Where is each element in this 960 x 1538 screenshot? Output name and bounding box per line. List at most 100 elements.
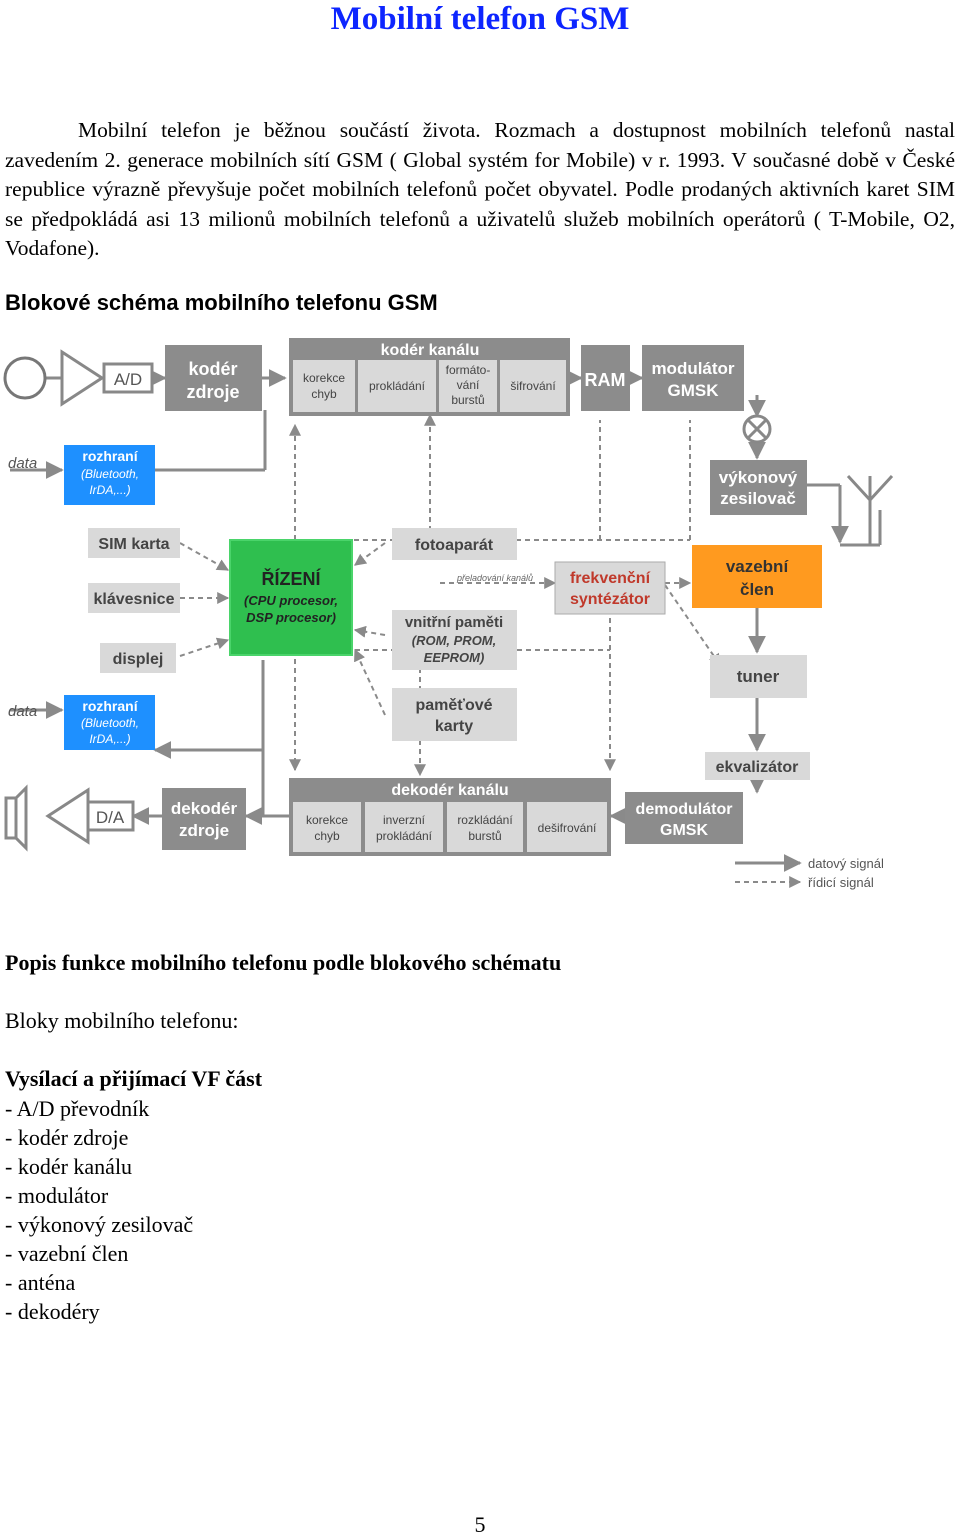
modulator-line1: modulátor: [651, 359, 734, 378]
ram-block: [581, 345, 630, 411]
demodulator-line1: demodulátor: [636, 801, 733, 818]
legend: datový signál řídicí signál: [735, 854, 884, 890]
internal-memory-line1: vnitřní paměti: [405, 614, 503, 631]
display-block: [100, 643, 176, 673]
legend-control-label: řídicí signál: [808, 875, 874, 890]
list-item: - výkonový zesilovač: [5, 1212, 194, 1237]
encryption-subblock: [500, 360, 566, 412]
da-converter-block: [86, 800, 135, 832]
inverse-interleave-line2: prokládání: [376, 829, 433, 843]
burst-forming-subblock: [439, 360, 497, 412]
control-line3: DSP procesor): [246, 610, 336, 625]
synthesizer-block: [554, 561, 666, 615]
control-line2: (CPU procesor,: [244, 593, 338, 608]
page-number: 5: [474, 1512, 486, 1537]
interface-bottom-line3: IrDA,...): [89, 732, 130, 746]
ad-converter-label: A/D: [114, 370, 142, 389]
correction-line1: korekce: [303, 371, 345, 385]
section-heading: Popis funkce mobilního telefonu podle bl…: [5, 950, 562, 975]
equalizer-label: ekvalizátor: [716, 759, 799, 776]
decoder-source-block: [162, 788, 246, 850]
camera-block: [392, 528, 517, 560]
memory-cards-line1: paměťové: [415, 697, 492, 714]
block-list: - A/D převodník - kodér zdroje - kodér k…: [5, 1094, 193, 1326]
ad-converter-block: [102, 362, 154, 394]
interleaving-subblock: [358, 360, 436, 412]
interface-block-top: [64, 445, 155, 505]
list-item: - kodér kanálu: [5, 1154, 133, 1179]
tuner-block: [710, 655, 807, 698]
correction-subblock: [293, 360, 355, 412]
decoder-source-line2: zdroje: [179, 821, 229, 840]
legend-data-label: datový signál: [808, 856, 884, 871]
burst-forming-line3: burstů: [451, 393, 484, 407]
list-item: - A/D převodník: [5, 1096, 150, 1121]
sim-card-label: SIM karta: [98, 536, 169, 553]
interface-bottom-line1: rozhraní: [82, 698, 138, 714]
burst-forming-line2: vání: [457, 378, 480, 392]
burst-forming-line1: formáto-: [446, 363, 491, 377]
coupling-line2: člen: [740, 580, 774, 599]
synth-line1: frekvenční: [570, 570, 651, 587]
tuner-label: tuner: [737, 667, 780, 686]
camera-label: fotoaparát: [415, 537, 494, 554]
dec-correction-line1: korekce: [306, 813, 348, 827]
interleaving-label: prokládání: [369, 379, 426, 393]
modulator-line2: GMSK: [668, 381, 720, 400]
control-line1: ŘÍZENÍ: [261, 568, 321, 589]
modulator-block: [642, 345, 744, 411]
memory-cards-block: [392, 688, 517, 741]
inverse-interleave-line1: inverzní: [383, 813, 426, 827]
inverse-interleave-subblock: [365, 802, 443, 852]
coder-source-line1: kodér: [188, 359, 237, 379]
interface-top-line1: rozhraní: [82, 448, 138, 464]
demodulator-line2: GMSK: [660, 822, 708, 839]
keyboard-block: [88, 583, 180, 613]
page-title: Mobilní telefon GSM: [330, 1, 630, 37]
list-item: - modulátor: [5, 1183, 109, 1208]
decryption-subblock: [527, 802, 607, 852]
burst-deinterleave-line1: rozkládání: [457, 813, 513, 827]
data-label-top: data: [8, 455, 37, 472]
ad-amplifier-triangle: [60, 349, 105, 407]
coder-source-line2: zdroje: [186, 382, 239, 402]
list-item: - dekodéry: [5, 1299, 100, 1324]
dec-correction-subblock: [293, 802, 361, 852]
channel-switch-label: přeladování kanálů: [456, 573, 533, 583]
synth-line2: syntézátor: [570, 591, 650, 608]
list-item: - kodér zdroje: [5, 1125, 129, 1150]
interface-top-line2: (Bluetooth,: [81, 467, 139, 481]
display-label: displej: [113, 651, 164, 668]
list-item: - anténa: [5, 1270, 76, 1295]
svg-text:zdroje: zdroje: [186, 382, 239, 402]
channel-coder-label: kodér kanálu: [381, 342, 480, 359]
dec-correction-line2: chyb: [314, 829, 340, 843]
internal-memory-line2: (ROM, PROM,: [412, 633, 497, 648]
keyboard-label: klávesnice: [94, 591, 175, 608]
power-amp-line1: výkonový: [719, 468, 798, 487]
coupling-block: [692, 545, 822, 608]
blocks-label: Bloky mobilního telefonu:: [5, 1008, 239, 1033]
internal-memory-line3: EEPROM): [424, 650, 485, 665]
da-converter-label: D/A: [96, 808, 125, 827]
channel-decoder-label: dekodér kanálu: [391, 782, 508, 799]
interface-block-bottom: [64, 695, 155, 750]
demodulator-block: [625, 792, 743, 844]
decryption-label: dešifrování: [538, 821, 597, 835]
coder-source-block: [165, 345, 262, 411]
burst-deinterleave-line2: burstů: [468, 829, 501, 843]
speaker-icon: [4, 784, 28, 852]
schema-heading: Blokové schéma mobilního telefonu GSM: [5, 290, 438, 315]
list-item: - vazební člen: [5, 1241, 129, 1266]
sim-card-block: [88, 528, 180, 558]
decoder-source-line1: dekodér: [171, 799, 238, 818]
ram-label: RAM: [585, 370, 626, 390]
svg-text:kodér: kodér: [188, 359, 237, 379]
memory-cards-line2: karty: [435, 718, 473, 735]
intro-text: Mobilní telefon je běžnou součástí život…: [5, 118, 955, 260]
power-amp-line2: zesilovač: [720, 489, 796, 508]
correction-line2: chyb: [311, 387, 337, 401]
encryption-label: šifrování: [510, 379, 556, 393]
mixer-icon: [742, 414, 772, 444]
interface-bottom-line2: (Bluetooth,: [81, 716, 139, 730]
